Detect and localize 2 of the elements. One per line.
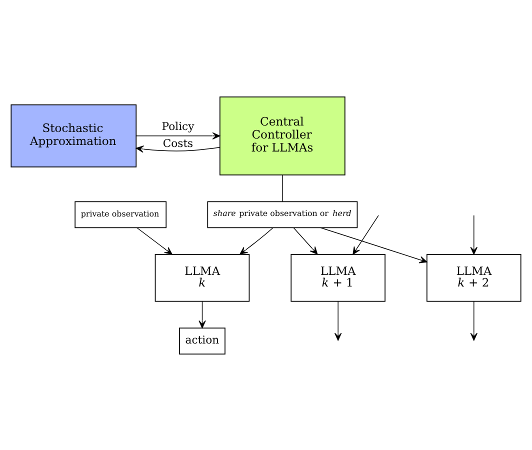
edge-label: Costs	[162, 136, 194, 150]
edge-label: Policy	[162, 120, 194, 133]
